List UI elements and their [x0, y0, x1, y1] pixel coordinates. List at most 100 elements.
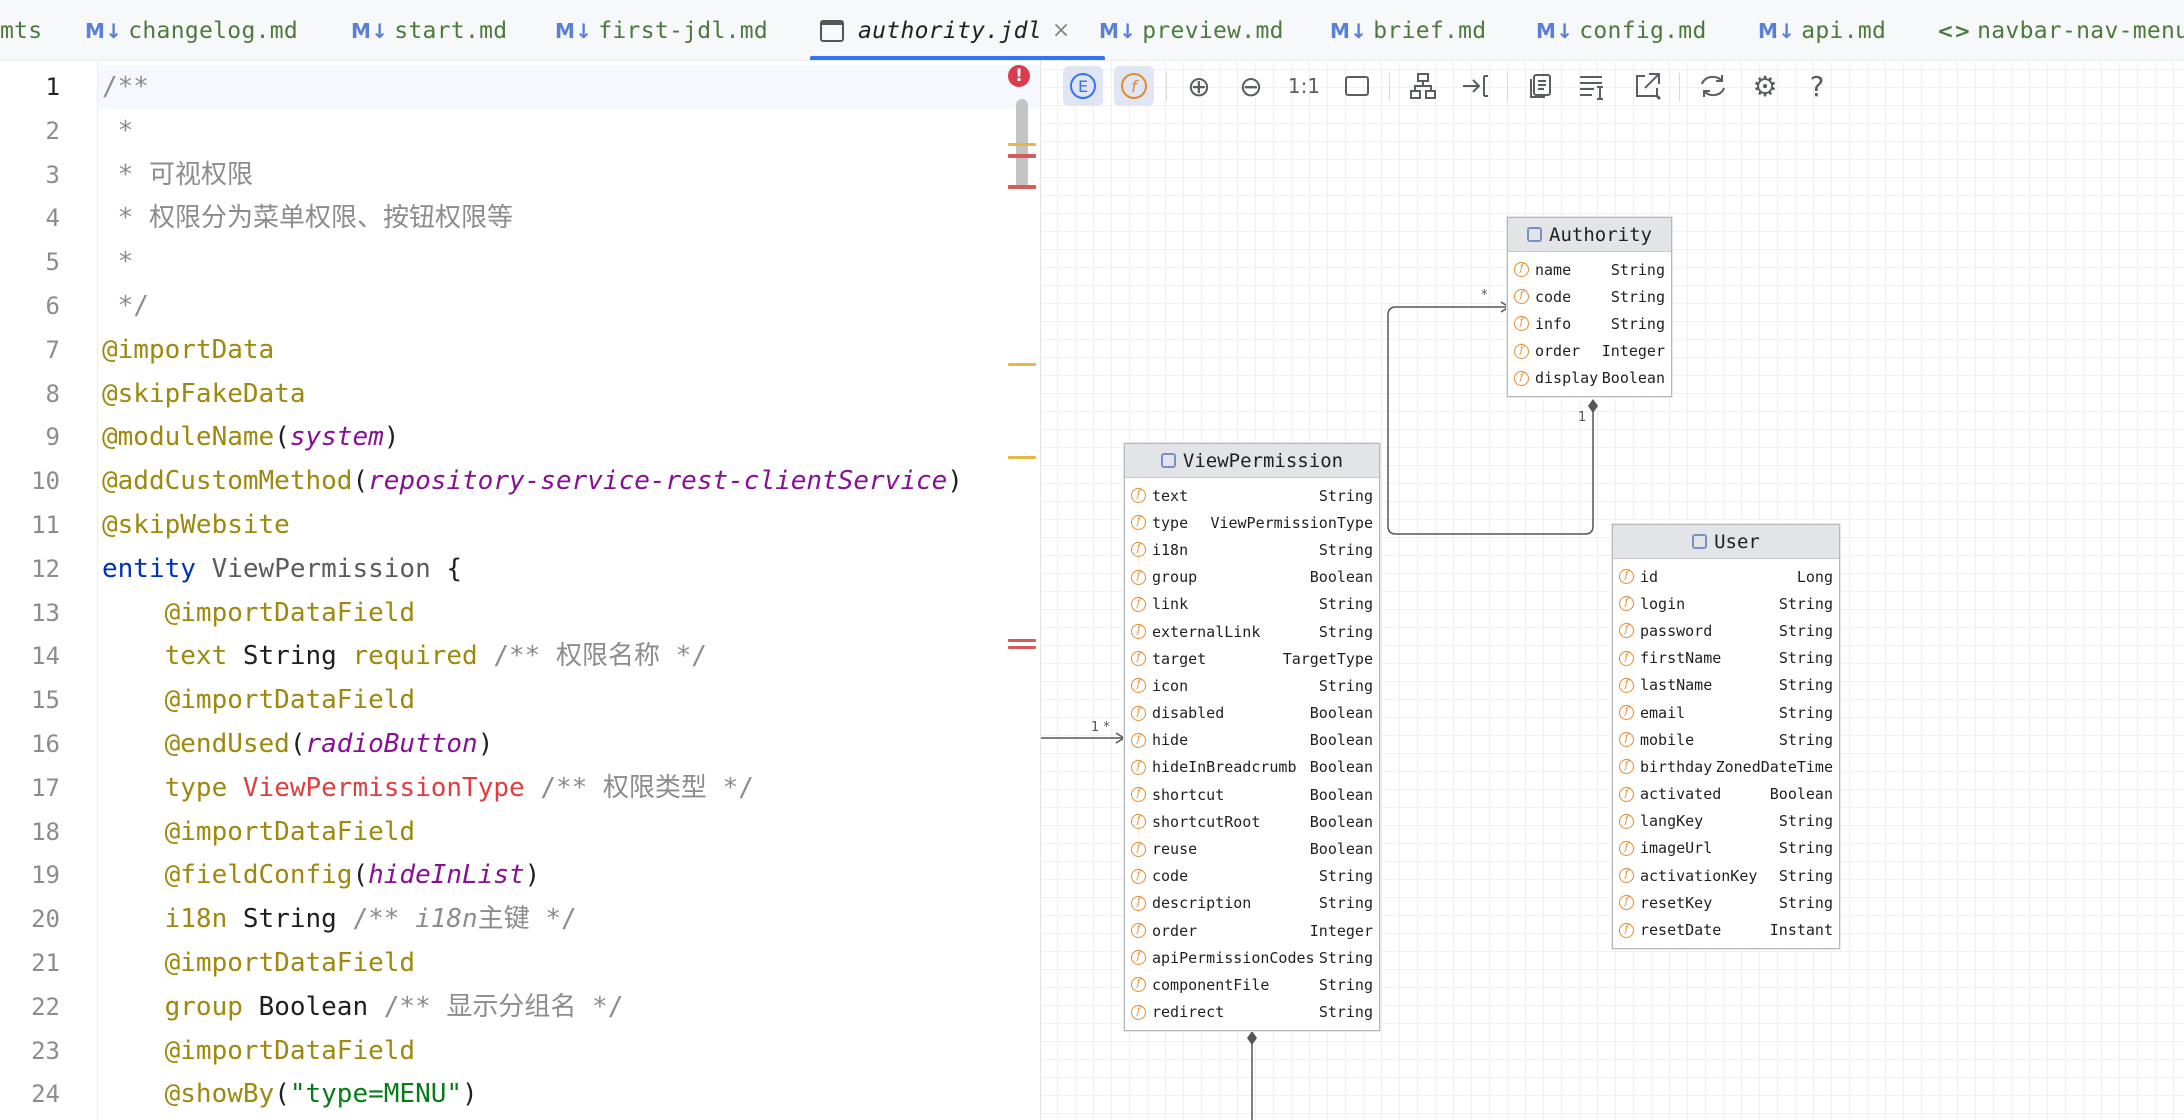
code-line[interactable]: type ViewPermissionType /** 权限类型 */: [102, 766, 754, 810]
code-line[interactable]: @importData: [102, 328, 274, 372]
code-line[interactable]: *: [102, 240, 134, 284]
error-indicator-icon[interactable]: !: [1008, 65, 1030, 87]
error-stripe-marker[interactable]: [1008, 185, 1036, 189]
code-line[interactable]: @moduleName(system): [102, 415, 399, 459]
code-line[interactable]: @importDataField: [102, 810, 415, 854]
error-stripe-marker[interactable]: [1008, 639, 1036, 642]
tab-first-jdl-md[interactable]: M↓first-jdl.md: [555, 0, 768, 60]
code-line[interactable]: @importDataField: [102, 678, 415, 722]
jdl-diagram-view[interactable]: E f ⊕ ⊖ 1:1 ⚙ ?: [1040, 61, 2184, 1120]
code-line[interactable]: group Boolean /** 显示分组名 */: [102, 985, 624, 1029]
code-line[interactable]: i18n String /** i18n主键 */: [102, 897, 577, 941]
code-line[interactable]: @importDataField: [102, 591, 415, 635]
tab-authority-jdl[interactable]: authority.jdl×: [810, 0, 1105, 60]
error-stripe-marker[interactable]: [1008, 143, 1036, 146]
refresh-button[interactable]: [1693, 66, 1733, 106]
code-line[interactable]: entity ViewPermission {: [102, 547, 462, 591]
close-tab-icon[interactable]: ×: [1051, 18, 1071, 43]
tab-mts[interactable]: mts: [0, 0, 42, 60]
zoom-in-button[interactable]: ⊕: [1179, 66, 1219, 106]
zoom-out-button[interactable]: ⊖: [1231, 66, 1271, 106]
code-line[interactable]: @fieldConfig(hideInList): [102, 853, 541, 897]
entity-header[interactable]: Authority: [1508, 218, 1671, 252]
entity-header[interactable]: User: [1613, 525, 1839, 559]
error-stripe-marker[interactable]: [1008, 154, 1036, 158]
show-entities-button[interactable]: E: [1063, 66, 1103, 106]
settings-button[interactable]: ⚙: [1745, 66, 1785, 106]
code-line[interactable]: @importDataField: [102, 941, 415, 985]
copy-diagram-button[interactable]: [1521, 66, 1561, 106]
structure-view-button[interactable]: [1573, 66, 1613, 106]
code-line[interactable]: text String required /** 权限名称 */: [102, 634, 707, 678]
tab-config-md[interactable]: M↓config.md: [1536, 0, 1707, 60]
warning-stripe-marker[interactable]: [1008, 456, 1036, 459]
show-fields-button[interactable]: f: [1114, 66, 1154, 106]
code-line[interactable]: @importDataField: [102, 1029, 415, 1073]
entity-header[interactable]: ViewPermission: [1125, 444, 1379, 478]
tab-api-md[interactable]: M↓api.md: [1758, 0, 1886, 60]
tab-navbar-nav-menu[interactable]: <>navbar-nav-menu: [1937, 0, 2184, 60]
warning-stripe-marker[interactable]: [1008, 363, 1036, 366]
open-in-editor-button[interactable]: [1627, 66, 1667, 106]
code-line[interactable]: */: [102, 284, 149, 328]
code-line[interactable]: @addCustomMethod(repository-service-rest…: [102, 459, 963, 503]
code-line[interactable]: @endUsed(radioButton): [102, 722, 494, 766]
actual-size-button[interactable]: 1:1: [1284, 66, 1324, 106]
code-line[interactable]: *: [102, 109, 134, 153]
tab-brief-md[interactable]: M↓brief.md: [1330, 0, 1486, 60]
tab-preview-md[interactable]: M↓preview.md: [1099, 0, 1284, 60]
code-line[interactable]: * 权限分为菜单权限、按钮权限等: [102, 196, 513, 240]
help-button[interactable]: ?: [1797, 66, 1837, 106]
tab-changelog-md[interactable]: M↓changelog.md: [85, 0, 298, 60]
code-line[interactable]: @skipWebsite: [102, 503, 290, 547]
fit-content-button[interactable]: [1337, 66, 1377, 106]
export-button[interactable]: [1455, 66, 1495, 106]
code-line[interactable]: @showBy("type=MENU"): [102, 1072, 478, 1116]
code-line[interactable]: @skipFakeData: [102, 372, 306, 416]
error-stripe-marker[interactable]: [1008, 646, 1036, 649]
tab-start-md[interactable]: M↓start.md: [351, 0, 507, 60]
code-line[interactable]: * 可视权限: [102, 153, 253, 197]
code-line[interactable]: /**: [102, 65, 149, 109]
